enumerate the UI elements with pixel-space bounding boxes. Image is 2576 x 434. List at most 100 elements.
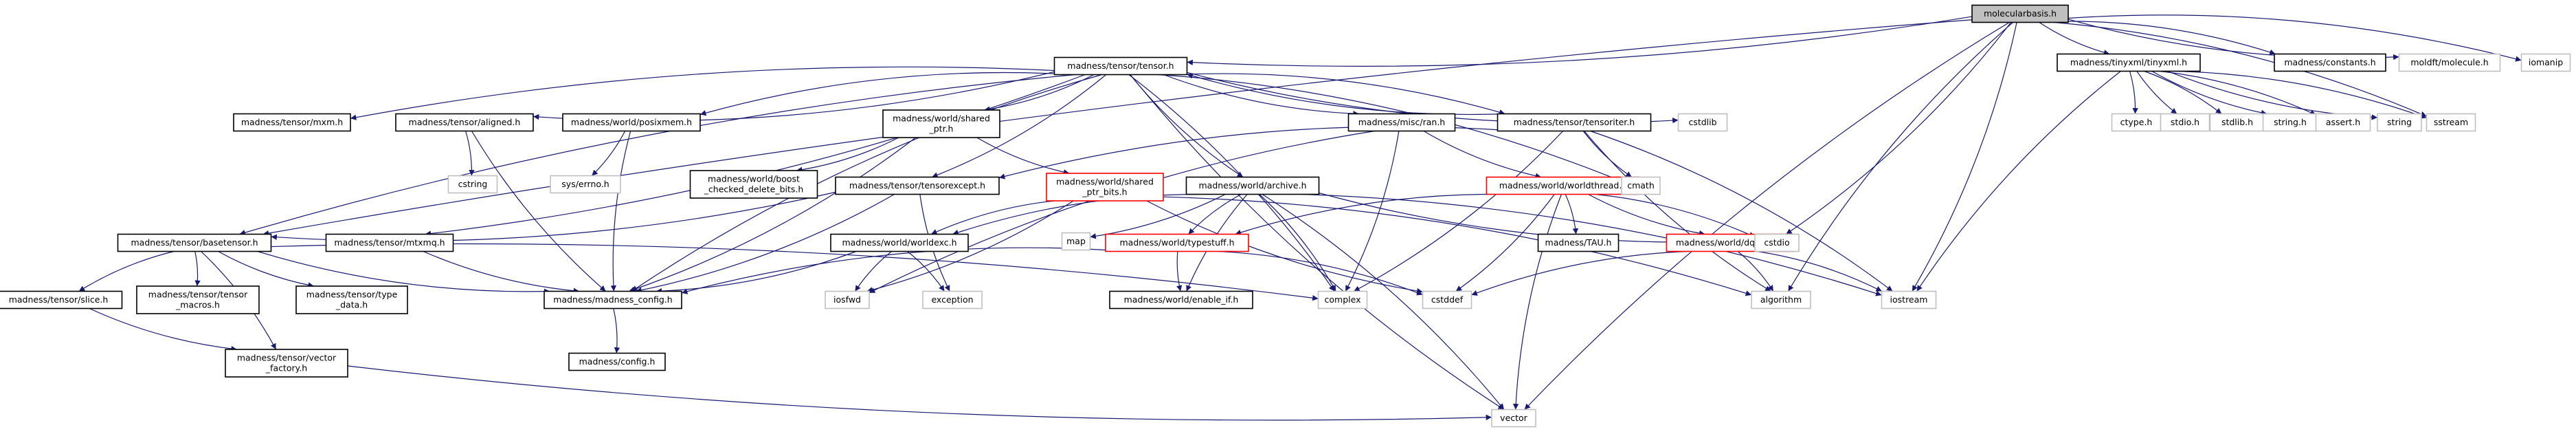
graph-node-assert-h: assert.h bbox=[2315, 113, 2371, 132]
edge-molecularbasis-to-basetensor bbox=[262, 19, 1973, 237]
edge-shared-ptr-to-boost-checked bbox=[796, 137, 899, 173]
graph-node-mtxmq[interactable]: madness/tensor/mtxmq.h bbox=[325, 233, 454, 252]
node-label: madness/tensor/tensorexcept.h bbox=[849, 180, 985, 191]
edge-worldthread-to-typestuff bbox=[1235, 193, 1505, 235]
graph-node-worldexc[interactable]: madness/world/worldexc.h bbox=[830, 233, 969, 252]
graph-node-constants[interactable]: madness/constants.h bbox=[2274, 53, 2386, 72]
node-label: string bbox=[2387, 117, 2412, 127]
node-box bbox=[544, 290, 682, 310]
graph-node-tensorexcept[interactable]: madness/tensor/tensorexcept.h bbox=[835, 176, 1000, 195]
graph-node-algorithm: algorithm bbox=[1751, 290, 1811, 310]
graph-node-tensoriter[interactable]: madness/tensor/tensoriter.h bbox=[1497, 113, 1652, 132]
edge-molecularbasis-to-constants bbox=[2068, 21, 2276, 55]
graph-node-basetensor[interactable]: madness/tensor/basetensor.h bbox=[117, 233, 272, 252]
graph-node-vector-factory[interactable]: madness/tensor/vector_factory.h bbox=[225, 349, 348, 378]
edge-madness-config-to-config bbox=[613, 308, 620, 354]
edge-molecularbasis-to-tinyxml bbox=[2039, 21, 2110, 56]
edge-ran-to-complex bbox=[1345, 131, 1400, 292]
node-label: madness/world/typestuff.h bbox=[1119, 237, 1234, 248]
node-label: sstream bbox=[2434, 117, 2468, 127]
edge-molecularbasis-to-algorithm bbox=[1787, 22, 2013, 292]
edge-slice-to-vector-factory bbox=[89, 307, 237, 352]
graph-node-posixmem[interactable]: madness/world/posixmem.h bbox=[562, 113, 701, 132]
graph-node-tensor-h[interactable]: madness/tensor/tensor.h bbox=[1053, 56, 1188, 76]
edge-shared-ptr-bits-to-iosfwd bbox=[866, 200, 1074, 293]
node-label: madness/world/shared bbox=[1056, 177, 1154, 187]
edge-tensor-h-to-vector bbox=[1130, 74, 1505, 411]
node-label: _macros.h bbox=[175, 300, 220, 310]
graph-node-madness-config[interactable]: madness/madness_config.h bbox=[544, 290, 682, 310]
node-label: madness/world/shared bbox=[893, 113, 990, 124]
edge-archive-to-complex bbox=[1259, 194, 1336, 292]
edge-dqueue-to-algorithm bbox=[1737, 251, 1774, 292]
edge-tensor-h-to-ran bbox=[1163, 74, 1359, 117]
edge-shared-ptr-bits-to-worldexc bbox=[930, 200, 1055, 235]
graph-node-typestuff[interactable]: madness/world/typestuff.h bbox=[1105, 233, 1249, 252]
node-label: molecularbasis.h bbox=[1984, 8, 2057, 19]
graph-node-worldthread[interactable]: madness/world/worldthread.h bbox=[1486, 176, 1641, 195]
graph-node-config[interactable]: madness/config.h bbox=[568, 352, 666, 371]
graph-node-shared-ptr-bits[interactable]: madness/world/shared_ptr_bits.h bbox=[1046, 173, 1164, 202]
graph-node-stdlib-h: stdlib.h bbox=[2209, 113, 2265, 132]
edge-tensor-h-to-mxm bbox=[350, 66, 1055, 120]
node-box bbox=[225, 349, 348, 378]
node-box bbox=[1317, 290, 1368, 310]
graph-node-ran[interactable]: madness/misc/ran.h bbox=[1347, 113, 1456, 132]
graph-node-cstring: cstring bbox=[447, 175, 498, 194]
edge-tinyxml-to-ctype bbox=[2129, 71, 2138, 114]
graph-node-mxm[interactable]: madness/tensor/mxm.h bbox=[233, 113, 351, 132]
edge-tensoriter-to-algorithm bbox=[1584, 131, 1771, 292]
graph-node-boost-checked[interactable]: madness/world/boost_checked_delete_bits.… bbox=[689, 170, 818, 199]
node-box bbox=[117, 233, 272, 252]
node-box bbox=[2057, 53, 2201, 72]
node-label: madness/tensor/mxm.h bbox=[241, 117, 343, 127]
graph-node-tinyxml[interactable]: madness/tinyxml/tinyxml.h bbox=[2057, 53, 2201, 72]
node-label: string.h bbox=[2274, 117, 2307, 127]
edge-tinyxml-to-stdio-h bbox=[2136, 71, 2177, 114]
graph-node-enable-if[interactable]: madness/world/enable_if.h bbox=[1109, 290, 1253, 310]
node-box bbox=[830, 233, 969, 252]
node-label: madness/tensor/tensor bbox=[148, 290, 248, 300]
edge-tinyxml-to-sstream bbox=[2175, 70, 2427, 119]
edge-tensoriter-to-cmath bbox=[1582, 131, 1633, 177]
edge-vector-factory-to-vector bbox=[347, 365, 1492, 421]
graph-node-archive[interactable]: madness/world/archive.h bbox=[1185, 176, 1320, 195]
node-box bbox=[1497, 113, 1652, 132]
graph-node-tali[interactable]: madness/TAU.h bbox=[1537, 233, 1620, 252]
node-label: madness/world/worldthread.h bbox=[1499, 180, 1628, 191]
edge-dqueue-to-cstddef bbox=[1471, 250, 1688, 296]
node-label: madness/config.h bbox=[579, 356, 656, 367]
node-label: iostream bbox=[1890, 294, 1928, 305]
node-label: stdlib.h bbox=[2221, 117, 2253, 127]
node-box bbox=[2262, 113, 2318, 132]
node-label: madness/tinyxml/tinyxml.h bbox=[2070, 57, 2187, 67]
edge-ran-to-iosfwd bbox=[869, 130, 1375, 294]
node-box bbox=[1422, 290, 1472, 310]
edge-aligned-to-madness-config bbox=[471, 131, 606, 292]
edge-tensor-h-to-madness-config bbox=[631, 74, 1102, 292]
graph-node-ctype: ctype.h bbox=[2111, 113, 2162, 132]
node-box bbox=[882, 109, 1000, 138]
node-label: _data.h bbox=[335, 300, 368, 310]
node-box bbox=[689, 170, 818, 199]
node-box bbox=[0, 290, 123, 310]
node-box bbox=[1971, 4, 2069, 23]
edge-worldexc-to-exception bbox=[907, 251, 945, 292]
node-label: cstdio bbox=[1764, 237, 1789, 248]
node-box bbox=[1677, 113, 1728, 132]
graph-node-type-data[interactable]: madness/tensor/type_data.h bbox=[295, 285, 408, 314]
edge-dqueue-to-iostream bbox=[1757, 250, 1883, 292]
node-box bbox=[562, 113, 701, 132]
node-label: madness/world/archive.h bbox=[1198, 180, 1306, 191]
node-box bbox=[295, 285, 408, 314]
node-box bbox=[1347, 113, 1456, 132]
graph-node-shared-ptr[interactable]: madness/world/shared_ptr.h bbox=[882, 109, 1000, 138]
edge-tensor-h-to-tensoriter bbox=[1187, 73, 1505, 116]
graph-node-aligned[interactable]: madness/tensor/aligned.h bbox=[395, 113, 534, 132]
graph-node-tensor-macros[interactable]: madness/tensor/tensor_macros.h bbox=[136, 285, 260, 314]
graph-node-slice[interactable]: madness/tensor/slice.h bbox=[0, 290, 123, 310]
node-box bbox=[1105, 233, 1249, 252]
node-box bbox=[1881, 290, 1937, 310]
edge-basetensor-to-type-data bbox=[218, 250, 314, 288]
